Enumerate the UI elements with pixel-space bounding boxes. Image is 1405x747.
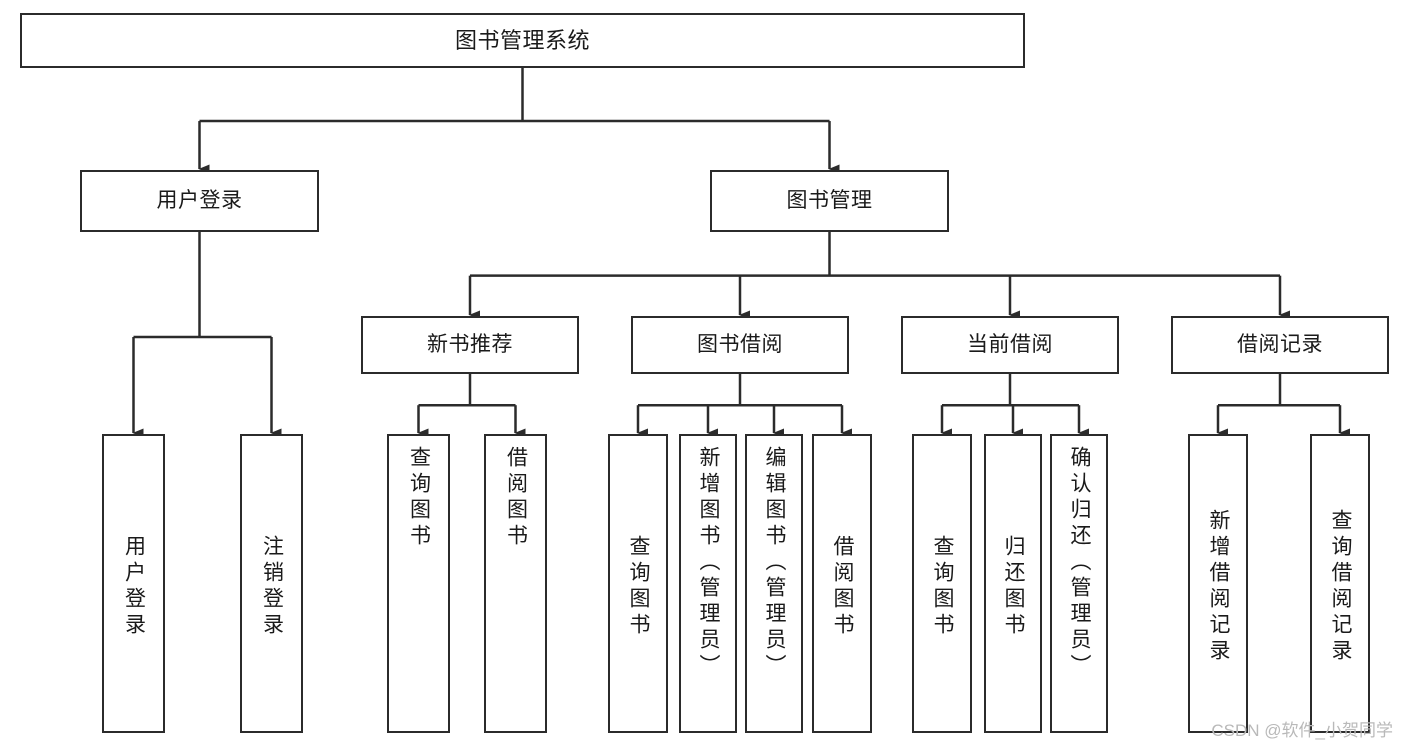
node-label-wrapper: 编辑图书（管理员） [747,442,801,731]
node-leaf-user-login[interactable]: 用户登录 [102,434,165,733]
node-label: 图书借阅 [697,332,783,356]
node-label: 借阅图书 [831,534,855,639]
node-leaf-query-record[interactable]: 查询借阅记录 [1310,434,1370,733]
node-label-wrapper: 注销登录 [242,442,301,731]
node-label: 新增图书（管理员） [697,446,721,680]
node-label-wrapper: 新增借阅记录 [1190,442,1246,731]
node-label-wrapper: 新增图书（管理员） [681,442,735,731]
node-current-borrow[interactable]: 当前借阅 [901,316,1119,374]
node-leaf-borrow-book-rec[interactable]: 借阅图书 [484,434,547,733]
node-label: 查询图书 [407,446,431,550]
node-label: 新书推荐 [427,332,513,356]
node-label: 确认归还（管理员） [1068,446,1092,680]
node-leaf-user-logout[interactable]: 注销登录 [240,434,303,733]
node-leaf-query-book-cur[interactable]: 查询图书 [912,434,972,733]
node-label-wrapper: 确认归还（管理员） [1052,442,1106,731]
node-label: 图书管理 [786,188,873,212]
node-leaf-return-book[interactable]: 归还图书 [984,434,1042,733]
node-label: 借阅记录 [1237,332,1323,356]
node-label: 用户登录 [156,188,243,212]
node-label-wrapper: 借阅图书 [814,442,870,731]
node-leaf-edit-book[interactable]: 编辑图书（管理员） [745,434,803,733]
node-label: 新增借阅记录 [1207,508,1231,665]
node-label: 图书管理系统 [454,27,590,53]
node-label-wrapper: 查询图书 [389,442,448,731]
node-label-wrapper: 查询借阅记录 [1312,442,1368,731]
node-label-wrapper: 查询图书 [610,442,666,731]
node-new-book-rec[interactable]: 新书推荐 [361,316,579,374]
node-book-manage[interactable]: 图书管理 [710,170,949,232]
node-label: 查询图书 [627,534,651,639]
node-label: 用户登录 [122,534,146,639]
node-leaf-query-book-rec[interactable]: 查询图书 [387,434,450,733]
node-label: 当前借阅 [967,332,1053,356]
node-label: 查询借阅记录 [1329,508,1353,665]
node-leaf-add-book[interactable]: 新增图书（管理员） [679,434,737,733]
node-label-wrapper: 查询图书 [914,442,970,731]
node-label-wrapper: 借阅图书 [486,442,545,731]
node-label-wrapper: 归还图书 [986,442,1040,731]
node-borrow-record[interactable]: 借阅记录 [1171,316,1389,374]
node-label: 归还图书 [1002,534,1026,639]
node-book-borrow[interactable]: 图书借阅 [631,316,849,374]
node-label: 查询图书 [931,534,955,639]
node-leaf-confirm-return[interactable]: 确认归还（管理员） [1050,434,1108,733]
node-label: 借阅图书 [504,446,528,550]
node-root[interactable]: 图书管理系统 [20,13,1025,68]
node-label-wrapper: 用户登录 [104,442,163,731]
node-label: 注销登录 [260,534,284,639]
node-user-login[interactable]: 用户登录 [80,170,319,232]
node-leaf-query-book-borrow[interactable]: 查询图书 [608,434,668,733]
node-leaf-add-record[interactable]: 新增借阅记录 [1188,434,1248,733]
node-label: 编辑图书（管理员） [763,446,787,680]
node-leaf-borrow-book[interactable]: 借阅图书 [812,434,872,733]
